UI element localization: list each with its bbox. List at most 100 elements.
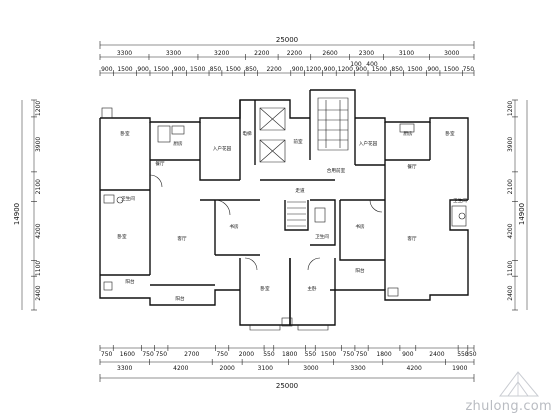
top-row-2-dim-label: 2200 — [266, 66, 281, 73]
top-dim-small-2: 400 — [366, 61, 378, 68]
room-core-1: 电梯 — [242, 130, 252, 137]
top-row-2-dim-label: 1500 — [226, 66, 241, 73]
left-side-dim-label: 2100 — [35, 179, 42, 194]
left-side-dim-label: 1100 — [35, 261, 42, 276]
top-row-2-dim-label: 750 — [463, 66, 475, 73]
room-bath-center: 卫生间 — [315, 233, 329, 240]
bottom-row-2-dim-label: 3000 — [303, 365, 318, 372]
top-row-1-dim-label: 3300 — [117, 50, 132, 57]
top-dimensions: 25000 3300 3300 3200 2200 2200 2600 2300 3100 30… — [99, 36, 475, 76]
top-row-2-dim-label: 1500 — [190, 66, 205, 73]
top-row-2-dim-label: 900 — [292, 66, 304, 73]
bottom-row-1-dim-label: 550 — [457, 351, 469, 358]
bottom-row-1-dim-label: 750 — [101, 351, 113, 358]
room-study-right: 书房 — [355, 223, 365, 230]
room-bedroom-left-top: 卧室 — [120, 130, 130, 137]
bottom-row-1-dim-label: 1600 — [120, 351, 135, 358]
top-row-1-dim-label: 3000 — [444, 50, 459, 57]
bottom-row-1-dim-label: 900 — [402, 351, 414, 358]
top-row-2-dim-label: 850 — [391, 66, 403, 73]
bottom-row-2-dim-label: 2000 — [220, 365, 235, 372]
bottom-row-2-dim-label: 3100 — [258, 365, 273, 372]
room-corridor: 走道 — [295, 187, 305, 194]
bottom-row-2-dim-label: 4200 — [407, 365, 422, 372]
room-bedroom-right-top: 卧室 — [445, 130, 455, 137]
top-row-2-dim-label: 900 — [427, 66, 439, 73]
room-entry-right: 入户花园 — [359, 140, 378, 147]
walls — [99, 89, 469, 331]
bottom-row-1-dim-label: 2400 — [429, 351, 444, 358]
top-total-dimension: 25000 — [276, 36, 298, 44]
bottom-row-1-dim-label: 1800 — [282, 351, 297, 358]
right-side-dim-label: 1200 — [507, 101, 514, 116]
top-row-2-dim-label: 1500 — [372, 66, 387, 73]
room-balcony-left-2: 阳台 — [175, 295, 185, 302]
top-row-2-dim-label: 1500 — [117, 66, 132, 73]
room-entry-left: 入户花园 — [213, 145, 232, 152]
top-row-1-dim-label: 2300 — [359, 50, 374, 57]
bottom-row-1-dim-label: 750 — [142, 351, 154, 358]
bottom-row-1-dim-label: 550 — [305, 351, 317, 358]
top-row-1-dim-label: 2200 — [254, 50, 269, 57]
bottom-row-2-dim-label: 4200 — [173, 365, 188, 372]
top-dimension-row-1: 3300 3300 3200 2200 2200 2600 2300 3100 3000 — [99, 50, 475, 60]
room-living-right: 客厅 — [407, 235, 417, 242]
top-row-1-dim-label: 2200 — [287, 50, 302, 57]
left-side-dim-label: 2400 — [35, 285, 42, 300]
top-row-1-dim-label: 3100 — [399, 50, 414, 57]
room-bedroom-center-left: 卧室 — [260, 285, 270, 292]
room-dining-right: 餐厅 — [407, 163, 417, 170]
top-row-1-dim-label: 3300 — [166, 50, 181, 57]
right-side-dim-label: 2400 — [507, 285, 514, 300]
room-balcony-left-1: 阳台 — [125, 278, 135, 285]
room-bedroom-left-mid: 卧室 — [117, 233, 127, 240]
left-side-dim-label: 4200 — [35, 223, 42, 238]
watermark-logo-icon — [499, 371, 540, 397]
top-row-2-dim-label: 850 — [245, 66, 257, 73]
room-living-left: 客厅 — [177, 235, 187, 242]
room-dining-left: 餐厅 — [155, 160, 165, 167]
top-row-2-dim-label: 900 — [355, 66, 367, 73]
bottom-row-1-dim-label: 2700 — [184, 351, 199, 358]
top-row-2-dim-label: 850 — [210, 66, 222, 73]
top-row-2-dim-label: 900 — [101, 66, 113, 73]
fixtures — [101, 107, 467, 327]
top-row-2-dim-label: 1500 — [407, 66, 422, 73]
bottom-row-1-dim-label: 550 — [263, 351, 275, 358]
room-bath-left: 卫生间 — [121, 195, 135, 202]
bottom-row-1-dim-label: 750 — [356, 351, 368, 358]
bottom-row-2-dim-label: 3300 — [117, 365, 132, 372]
room-core-2: 前室 — [293, 138, 303, 145]
top-row-2-dim-label: 1200 — [338, 66, 353, 73]
top-row-1-dim-label: 3200 — [214, 50, 229, 57]
top-dim-small-1: 100 — [350, 61, 362, 68]
room-study-left: 书房 — [229, 223, 239, 230]
bottom-row-1-dim-label: 1500 — [321, 351, 336, 358]
bottom-row-1-dim-label: 750 — [156, 351, 168, 358]
right-total-dimension: 14900 — [518, 203, 526, 225]
room-labels: 卧室 餐厅 入户花园 卧室 客厅 书房 阳台 阳台 卫生间 厨房 电梯 前室 走… — [117, 130, 467, 302]
top-row-2-dim-label: 900 — [324, 66, 336, 73]
top-row-2-dim-label: 1500 — [154, 66, 169, 73]
room-core-3: 合用前室 — [327, 167, 346, 174]
room-bath-right: 卫生间 — [453, 197, 467, 204]
bottom-row-2-dim-label: 3300 — [350, 365, 365, 372]
right-side-dim-label: 1100 — [507, 261, 514, 276]
watermark-text: zhulong.com — [465, 399, 552, 414]
left-side-dim-label: 1200 — [35, 101, 42, 116]
left-side-dim-label: 3900 — [35, 137, 42, 152]
bottom-row-1-dim-label: 1800 — [376, 351, 391, 358]
top-row-1-dim-label: 2600 — [322, 50, 337, 57]
top-row-2-dim-label: 900 — [174, 66, 186, 73]
bottom-row-1-dim-label: 750 — [343, 351, 355, 358]
room-balcony-right: 阳台 — [355, 267, 365, 274]
top-row-2-dim-label: 900 — [137, 66, 149, 73]
right-side-dim-label: 4200 — [507, 223, 514, 238]
